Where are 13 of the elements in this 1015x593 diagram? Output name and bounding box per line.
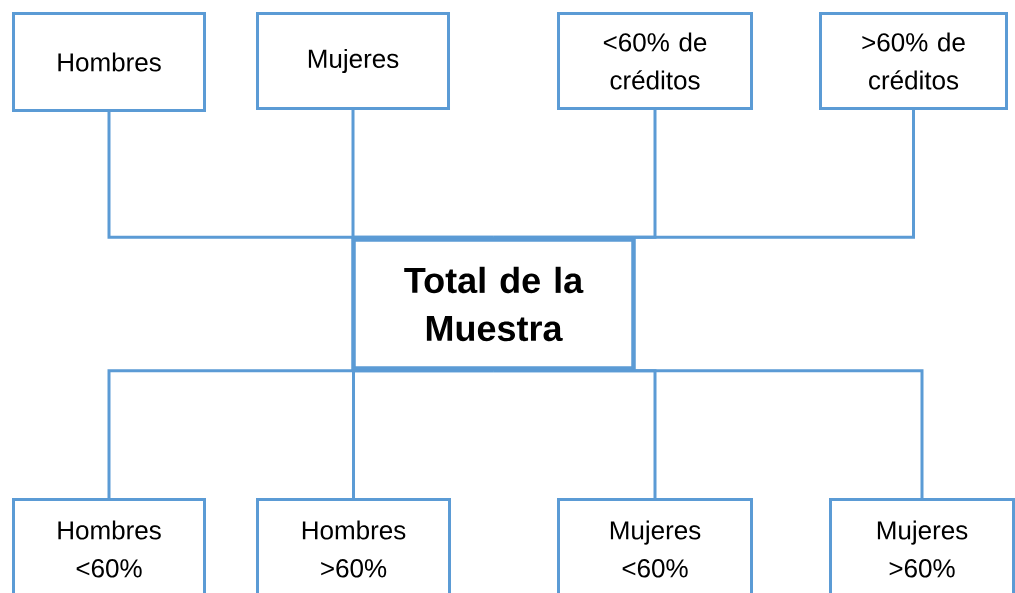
total-box: Total de la Muestra: [351, 237, 636, 371]
category-box: Mujeres >60%: [829, 498, 1015, 593]
category-box: <60% de créditos: [557, 12, 753, 110]
connector-line: [493, 369, 924, 498]
category-box: >60% de créditos: [819, 12, 1008, 110]
category-box: Hombres <60%: [12, 498, 206, 593]
category-box: Hombres: [12, 12, 206, 112]
connector-line: [493, 110, 915, 239]
category-box: Mujeres <60%: [557, 498, 753, 593]
connector-line: [351, 110, 494, 239]
category-box: Hombres >60%: [256, 498, 451, 593]
category-box: Mujeres: [256, 12, 450, 110]
connector-line: [352, 369, 494, 498]
